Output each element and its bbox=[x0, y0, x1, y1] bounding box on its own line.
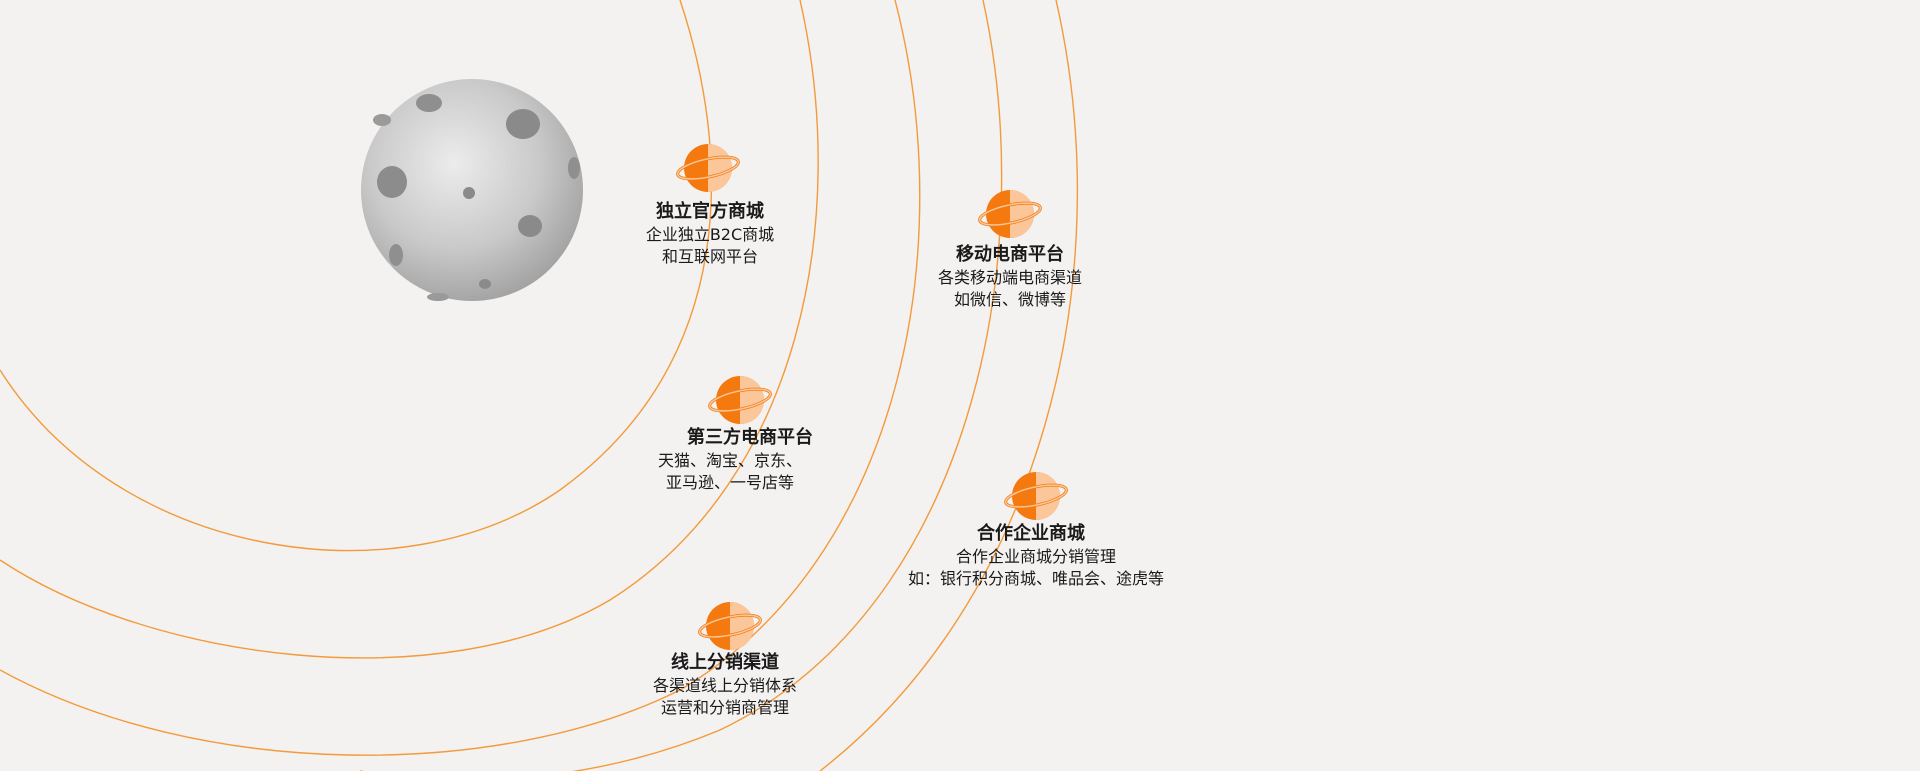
node-desc-line: 各类移动端电商渠道 bbox=[937, 268, 1082, 287]
node-partner-mall: 合作企业商城 合作企业商城分销管理 如：银行积分商城、唯品会、途虎等 bbox=[886, 522, 1186, 590]
node-title: 第三方电商平台 bbox=[687, 427, 813, 448]
node-title: 线上分销渠道 bbox=[671, 652, 779, 673]
node-mobile-commerce: 移动电商平台 各类移动端电商渠道 如微信、微博等 bbox=[860, 243, 1160, 311]
planet-icon-mobile-commerce bbox=[978, 190, 1042, 238]
node-third-party-platform: 第三方电商平台 天猫、淘宝、京东、 亚马逊、一号店等 bbox=[580, 426, 880, 494]
node-desc-line: 如微信、微博等 bbox=[953, 290, 1066, 309]
node-desc-line: 企业独立B2C商城 bbox=[645, 225, 775, 244]
node-title: 移动电商平台 bbox=[956, 244, 1064, 265]
node-desc-line: 天猫、淘宝、京东、 bbox=[657, 451, 802, 470]
moon-icon bbox=[361, 79, 583, 301]
orbit-ring-2 bbox=[0, 0, 819, 659]
node-title: 合作企业商城 bbox=[977, 523, 1085, 544]
planet-icon-partner-mall bbox=[1004, 472, 1068, 520]
node-independent-mall: 独立官方商城 企业独立B2C商城 和互联网平台 bbox=[560, 200, 860, 268]
planet-icon-independent-mall bbox=[676, 144, 740, 192]
node-desc-line: 合作企业商城分销管理 bbox=[955, 547, 1116, 566]
orbit-ring-3 bbox=[0, 0, 921, 756]
node-desc-line: 如：银行积分商城、唯品会、途虎等 bbox=[907, 569, 1164, 588]
node-desc-line: 和互联网平台 bbox=[661, 247, 758, 266]
node-online-distribution: 线上分销渠道 各渠道线上分销体系 运营和分销商管理 bbox=[575, 651, 875, 719]
orbit-ring-5 bbox=[819, 0, 1079, 771]
node-desc-line: 各渠道线上分销体系 bbox=[652, 676, 797, 695]
node-desc-line: 运营和分销商管理 bbox=[660, 698, 789, 717]
planet-icon-online-distribution bbox=[698, 602, 762, 650]
node-desc-line: 亚马逊、一号店等 bbox=[665, 473, 794, 492]
planet-icon-third-party-platform bbox=[708, 376, 772, 424]
node-title: 独立官方商城 bbox=[656, 201, 764, 222]
